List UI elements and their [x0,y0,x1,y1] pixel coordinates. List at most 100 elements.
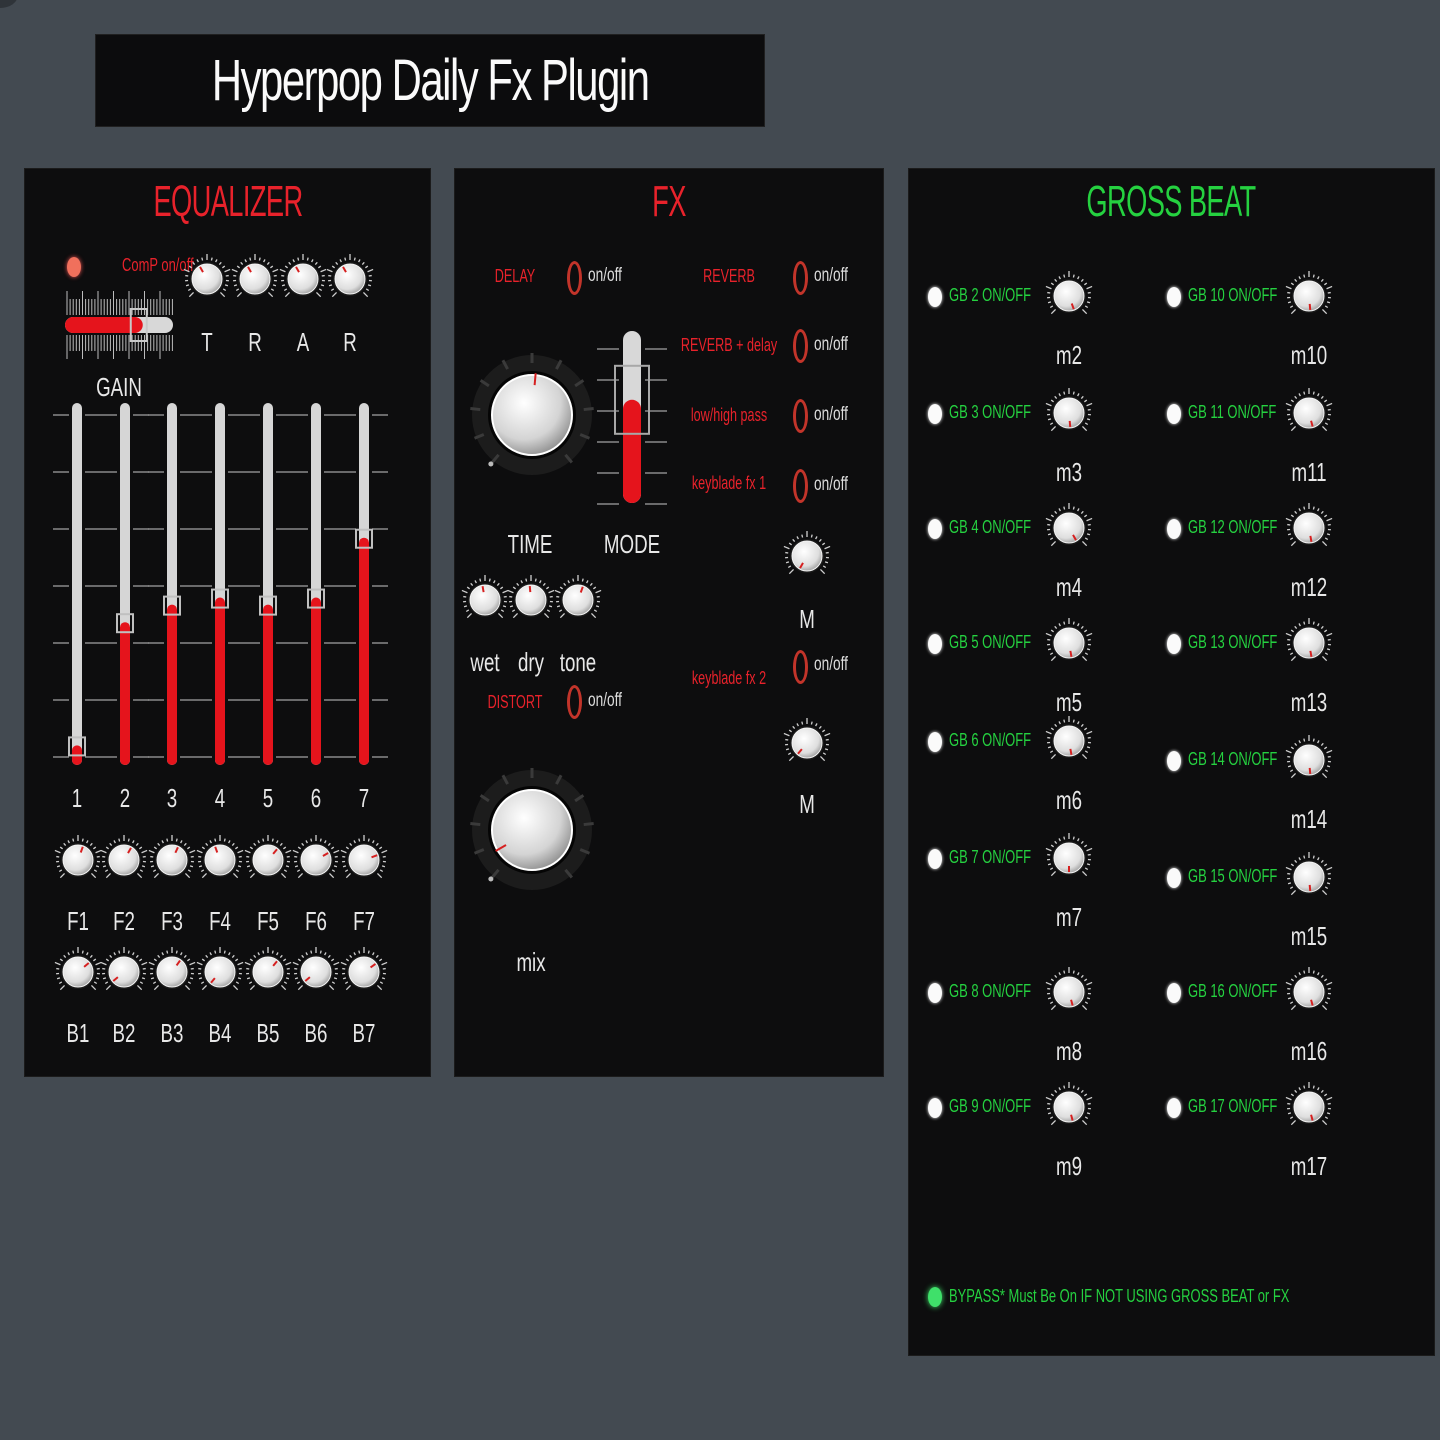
lowhigh-onoff-label: on/off [814,404,848,425]
keyblade2-m-knob[interactable] [780,716,834,770]
reverb-delay-label: REVERB + delay [680,335,778,355]
b-knob-label-5: B5 [256,1018,280,1048]
eq-band-fader-3[interactable] [144,401,200,776]
eq-band-fader-1[interactable] [49,401,105,776]
gb-toggle-led-m15[interactable] [1167,868,1181,888]
gb-knob-m17[interactable] [1282,1080,1336,1134]
keyblade1-m-knob[interactable] [780,529,834,583]
gb-toggle-led-m2[interactable] [928,287,942,307]
b-knob-2[interactable] [97,945,151,999]
gb-toggle-led-m7[interactable] [928,849,942,869]
gb-knob-m3[interactable] [1042,386,1096,440]
b-knob-label-4: B4 [208,1018,232,1048]
gb-toggle-led-m16[interactable] [1167,983,1181,1003]
keyblade1-label: keyblade fx 1 [691,473,767,493]
reverb-label: REVERB [703,266,755,286]
keyblade1-toggle[interactable] [793,469,808,503]
f-knob-2[interactable] [97,833,151,887]
lowhigh-toggle[interactable] [793,399,808,433]
f-knob-1[interactable] [51,833,105,887]
gb-knob-label-m3: m3 [1055,457,1083,487]
gb-knob-m4[interactable] [1042,501,1096,555]
b-knob-3[interactable] [145,945,199,999]
b-knob-6[interactable] [289,945,343,999]
distort-toggle[interactable] [567,685,582,719]
gb-toggle-led-m6[interactable] [928,732,942,752]
b-knob-4[interactable] [193,945,247,999]
gb-toggle-led-m11[interactable] [1167,404,1181,424]
eq-band-label-7: 7 [358,783,370,813]
comp-knob-2[interactable] [228,252,282,306]
reverb-delay-toggle[interactable] [793,329,808,363]
keyblade2-label: keyblade fx 2 [691,668,767,688]
gb-toggle-label-m7: GB 7 ON/OFF [949,847,1032,867]
gb-toggle-label-m8: GB 8 ON/OFF [949,981,1032,1001]
gb-knob-label-m16: m16 [1290,1036,1328,1066]
gb-knob-m12[interactable] [1282,501,1336,555]
fx-tone-knob[interactable] [551,573,605,627]
gb-toggle-led-m9[interactable] [928,1098,942,1118]
gb-knob-m13[interactable] [1282,616,1336,670]
gb-toggle-led-m12[interactable] [1167,519,1181,539]
gb-knob-m2[interactable] [1042,269,1096,323]
fx-wet-knob[interactable] [458,573,512,627]
gb-toggle-led-m8[interactable] [928,983,942,1003]
time-knob[interactable] [464,347,600,483]
gb-toggle-led-m10[interactable] [1167,287,1181,307]
f-knob-7[interactable] [337,833,391,887]
fx-dry-knob[interactable] [504,573,558,627]
b-knob-label-3: B3 [160,1018,184,1048]
b-knob-5[interactable] [241,945,295,999]
comp-knob-3[interactable] [276,252,330,306]
f-knob-3[interactable] [145,833,199,887]
gb-knob-m8[interactable] [1042,965,1096,1019]
gb-toggle-led-m13[interactable] [1167,634,1181,654]
delay-toggle[interactable] [567,261,582,295]
gb-knob-m16[interactable] [1282,965,1336,1019]
keyblade2-toggle[interactable] [793,650,808,684]
gb-knob-m10[interactable] [1282,269,1336,323]
eq-band-fader-2[interactable] [97,401,153,776]
gb-toggle-label-m6: GB 6 ON/OFF [949,730,1032,750]
reverb-toggle[interactable] [793,261,808,295]
gb-toggle-led-m4[interactable] [928,519,942,539]
f-knob-6[interactable] [289,833,343,887]
gb-knob-m7[interactable] [1042,831,1096,885]
comp-toggle-led[interactable] [67,257,81,277]
gb-knob-m14[interactable] [1282,733,1336,787]
comp-knob-1[interactable] [180,252,234,306]
gain-slider[interactable] [63,287,175,363]
gb-toggle-led-m5[interactable] [928,634,942,654]
mix-knob[interactable] [464,762,600,898]
b-knob-7[interactable] [337,945,391,999]
gb-toggle-led-m14[interactable] [1167,751,1181,771]
gb-toggle-led-m17[interactable] [1167,1098,1181,1118]
gb-toggle-label-m15: GB 15 ON/OFF [1188,866,1278,886]
b-knob-label-7: B7 [352,1018,376,1048]
bypass-toggle-led[interactable] [928,1287,942,1307]
eq-band-fader-5[interactable] [240,401,296,776]
eq-band-fader-7[interactable] [336,401,392,776]
gb-toggle-led-m3[interactable] [928,404,942,424]
eq-band-fader-6[interactable] [288,401,344,776]
eq-band-label-4: 4 [214,783,226,813]
f-knob-label-6: F6 [305,906,327,936]
f-knob-4[interactable] [193,833,247,887]
b-knob-1[interactable] [51,945,105,999]
gb-knob-m6[interactable] [1042,714,1096,768]
gb-knob-m9[interactable] [1042,1080,1096,1134]
gb-knob-m11[interactable] [1282,386,1336,440]
comp-knob-4[interactable] [323,252,377,306]
gb-knob-label-m17: m17 [1290,1151,1328,1181]
gb-knob-m5[interactable] [1042,616,1096,670]
gb-knob-m15[interactable] [1282,850,1336,904]
gb-knob-label-m10: m10 [1290,340,1328,370]
fx-dry-label: dry [517,647,545,677]
bypass-label: BYPASS* Must Be On IF NOT USING GROSS BE… [949,1286,1290,1306]
mode-slider[interactable] [597,329,667,507]
eq-band-fader-4[interactable] [192,401,248,776]
window-corner [0,0,18,8]
f-knob-5[interactable] [241,833,295,887]
gb-knob-label-m13: m13 [1290,687,1328,717]
